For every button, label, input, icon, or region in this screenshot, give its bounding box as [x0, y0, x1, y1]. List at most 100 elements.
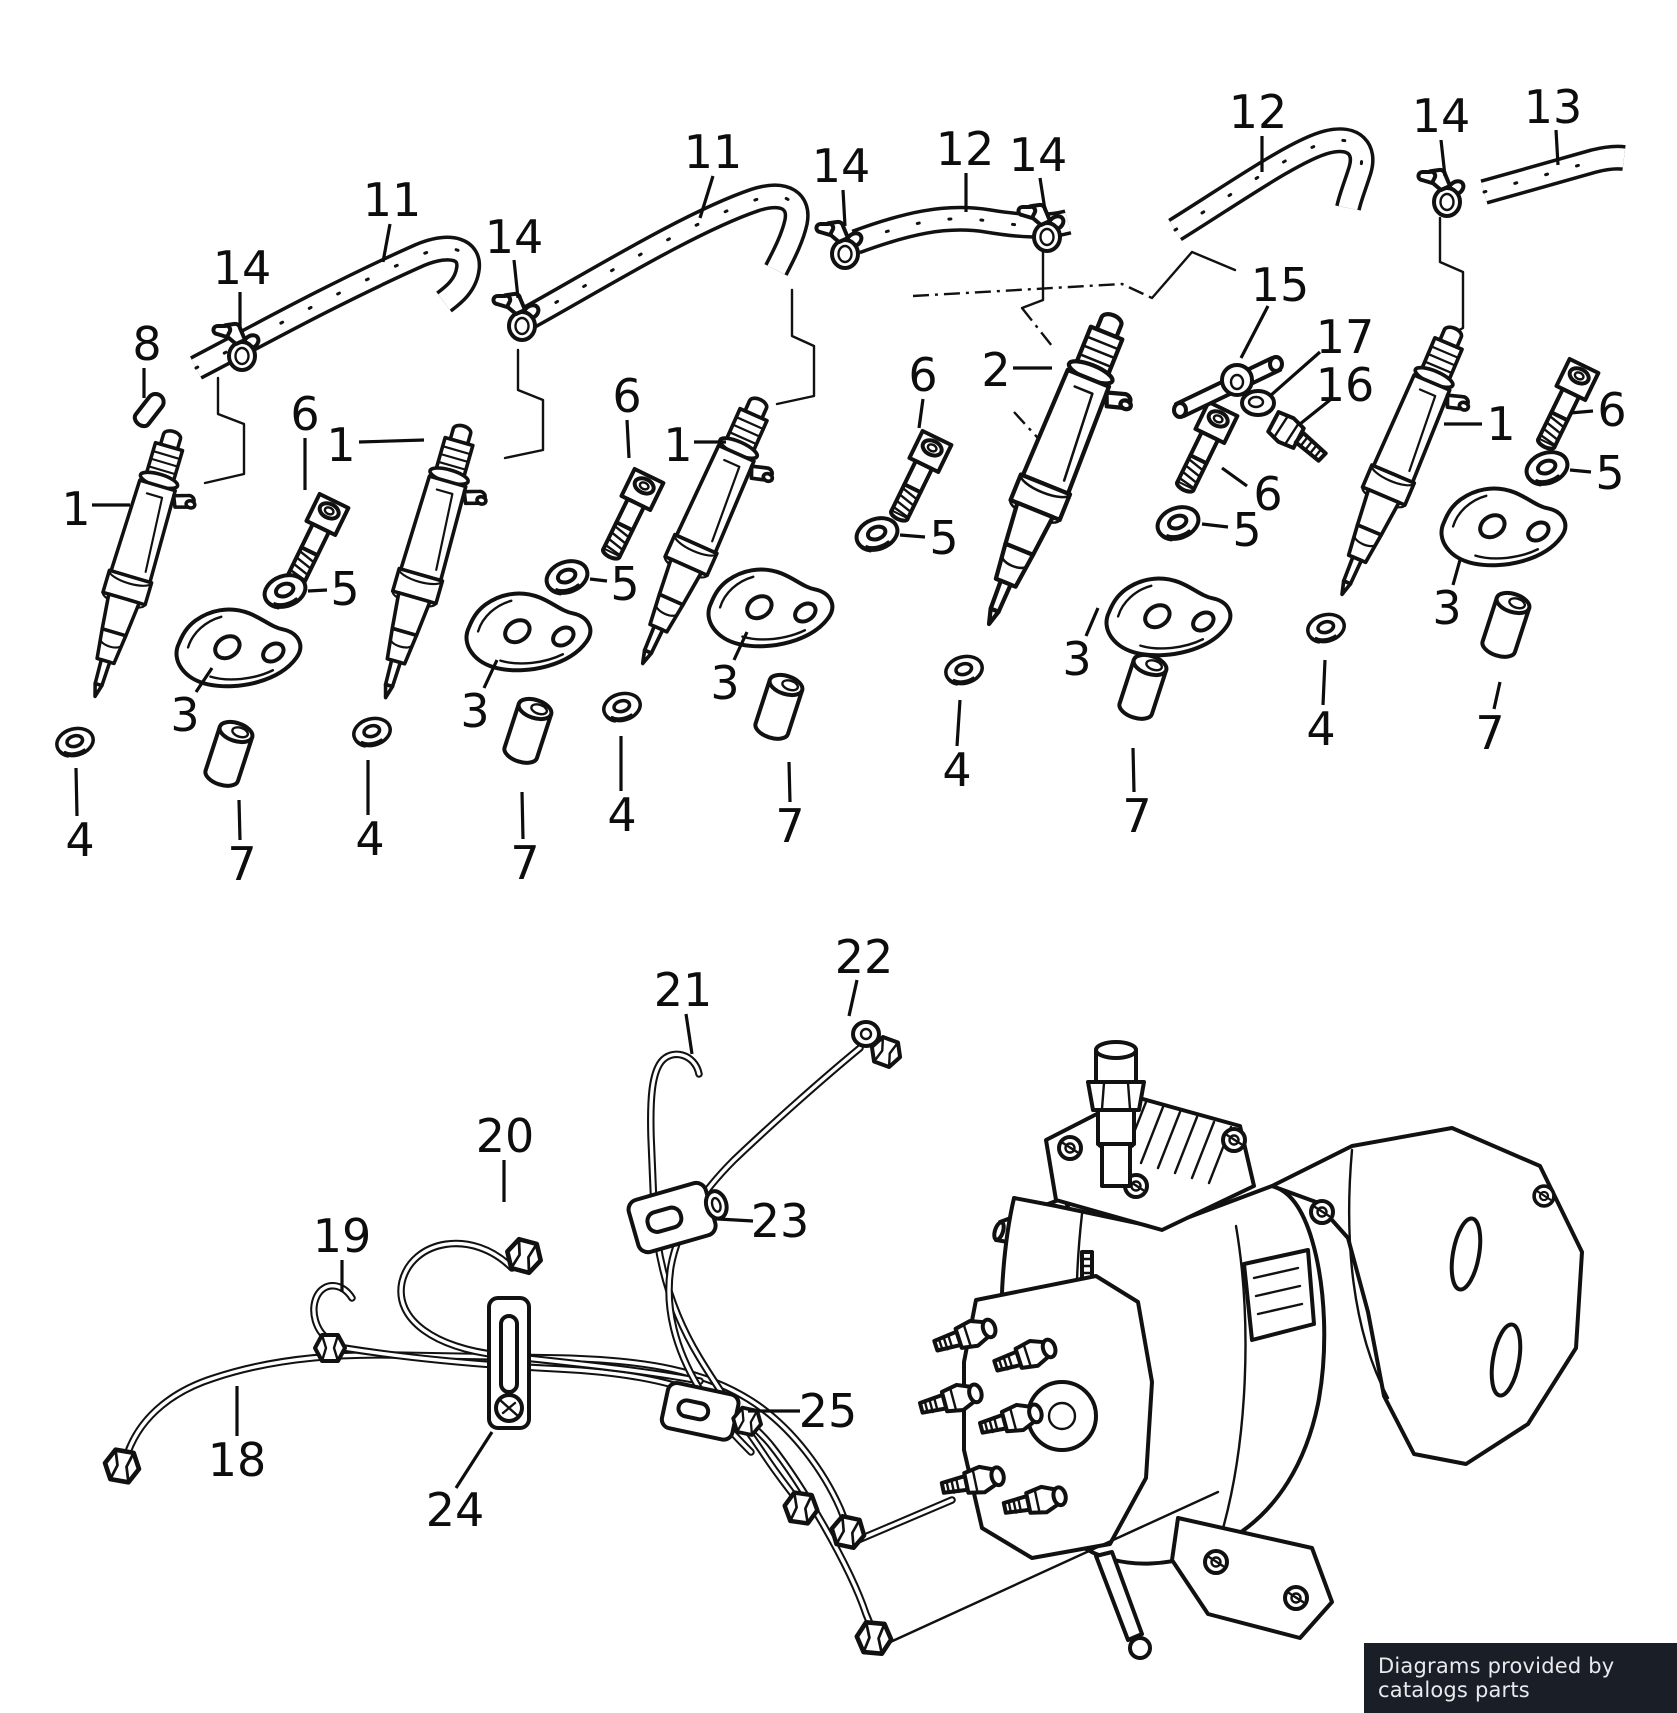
callout-3-label: 3 — [710, 656, 739, 710]
callout-22-label: 22 — [835, 930, 894, 984]
callout-4-label: 4 — [942, 743, 971, 797]
callout-20-label: 20 — [476, 1109, 535, 1163]
callout-2-label: 2 — [981, 343, 1010, 397]
heat-shield-4-drawing — [1302, 608, 1350, 648]
callout-23-label: 23 — [751, 1194, 810, 1248]
union-nut-drawing — [313, 1333, 347, 1363]
callout-14-label: 14 — [1412, 89, 1471, 143]
callout-24-label: 24 — [426, 1483, 485, 1537]
spacer-7-drawing — [499, 693, 556, 769]
union-nut-drawing — [102, 1448, 141, 1483]
callout-5-label: 5 — [610, 557, 639, 611]
watermark-bar: Diagrams provided by catalogs parts — [1364, 1643, 1677, 1713]
callout-3-leader — [1451, 559, 1462, 586]
spacer-7-drawing — [200, 716, 257, 792]
callout-17-label: 17 — [1316, 310, 1375, 364]
callout-16-label: 16 — [1316, 358, 1375, 412]
callout-11-label: 11 — [363, 173, 422, 227]
callout-7-label: 7 — [1475, 706, 1504, 760]
pipe-clamp-23-drawing — [626, 1180, 729, 1255]
callout-4-label: 4 — [1306, 702, 1335, 756]
bolt-16-drawing — [1266, 410, 1328, 463]
callout-13-leader — [1554, 129, 1560, 166]
bracket-3-drawing — [1095, 559, 1239, 672]
bleed-valve-8-drawing — [132, 391, 166, 429]
callout-18-label: 18 — [208, 1433, 267, 1487]
callout-14-leader — [841, 189, 847, 227]
pipe-clamp-24-drawing — [487, 1296, 531, 1430]
callout-5-label: 5 — [929, 511, 958, 565]
washer-17-drawing — [1240, 389, 1276, 417]
callout-1-label: 1 — [1486, 397, 1515, 451]
union-nut-drawing — [856, 1622, 893, 1655]
leak-off-tee-15-drawing — [1172, 355, 1284, 419]
callout-3-leader — [482, 659, 499, 689]
callout-15-leader — [1239, 305, 1270, 359]
banjo-fitting-22-drawing — [851, 1020, 907, 1072]
callout-3-label: 3 — [1062, 632, 1091, 686]
heat-shield-4-drawing — [51, 722, 99, 762]
callout-5-label: 5 — [1595, 446, 1624, 500]
callout-6-label: 6 — [1597, 383, 1626, 437]
callout-14-leader — [1439, 139, 1447, 177]
callout-12-label: 12 — [1229, 85, 1288, 139]
union-nut-drawing — [783, 1492, 820, 1525]
callout-13-label: 13 — [1524, 80, 1583, 134]
spacer-7-drawing — [750, 669, 807, 745]
callout-14-label: 14 — [1009, 128, 1068, 182]
callout-14-label: 14 — [213, 241, 272, 295]
callout-5-leader — [589, 577, 608, 583]
injector-1-drawing — [362, 417, 506, 712]
callout-4-label: 4 — [65, 813, 94, 867]
callout-14-leader — [1038, 177, 1047, 211]
callout-6-leader — [1221, 466, 1248, 488]
callout-5-leader — [1569, 468, 1592, 474]
callout-7-label: 7 — [510, 836, 539, 890]
callout-8-label: 8 — [132, 317, 161, 371]
bolt-6-drawing — [1530, 359, 1598, 454]
bracket-3-drawing — [455, 574, 599, 687]
callout-14-leader — [512, 259, 520, 299]
callout-5-leader — [1201, 522, 1229, 529]
callout-11-label: 11 — [684, 125, 743, 179]
callout-1-leader — [358, 438, 425, 444]
callout-14-label: 14 — [485, 210, 544, 264]
pipe-clamp-25-drawing — [659, 1381, 766, 1442]
callout-22-leader — [847, 979, 859, 1017]
callout-5-label: 5 — [1232, 503, 1261, 557]
bracket-3-drawing — [1430, 469, 1574, 582]
callout-7-label: 7 — [775, 799, 804, 853]
injector-group-3 — [598, 388, 952, 745]
callout-5-leader — [899, 533, 926, 539]
callout-6-leader — [1569, 409, 1594, 415]
callout-16-leader — [1299, 398, 1331, 426]
callout-4-leader — [955, 699, 962, 747]
callout-6-label: 6 — [908, 348, 937, 402]
callout-3-label: 3 — [460, 684, 489, 738]
callout-17-leader — [1268, 350, 1322, 398]
callout-12-label: 12 — [936, 122, 995, 176]
callout-1-label: 1 — [326, 418, 355, 472]
callout-7-leader — [520, 791, 525, 840]
callout-6-leader — [917, 398, 925, 429]
washer-5-drawing — [1520, 444, 1574, 492]
bracket-3-drawing — [697, 550, 841, 663]
callout-4-label: 4 — [355, 812, 384, 866]
watermark-text: Diagrams provided by catalogs parts — [1378, 1654, 1615, 1702]
callout-25-label: 25 — [799, 1384, 858, 1438]
callout-11-leader — [381, 223, 392, 263]
callout-3-label: 3 — [1432, 581, 1461, 635]
callout-21-label: 21 — [654, 963, 713, 1017]
callout-5-label: 5 — [330, 562, 359, 616]
leak-off-hoses-drawing — [190, 127, 1626, 380]
callout-5-leader — [307, 588, 328, 593]
callout-3-leader — [1084, 607, 1100, 637]
callout-3-leader — [194, 667, 214, 693]
callout-3-label: 3 — [170, 688, 199, 742]
callout-7-label: 7 — [227, 837, 256, 891]
callout-6-leader — [625, 419, 631, 459]
callout-7-label: 7 — [1122, 789, 1151, 843]
